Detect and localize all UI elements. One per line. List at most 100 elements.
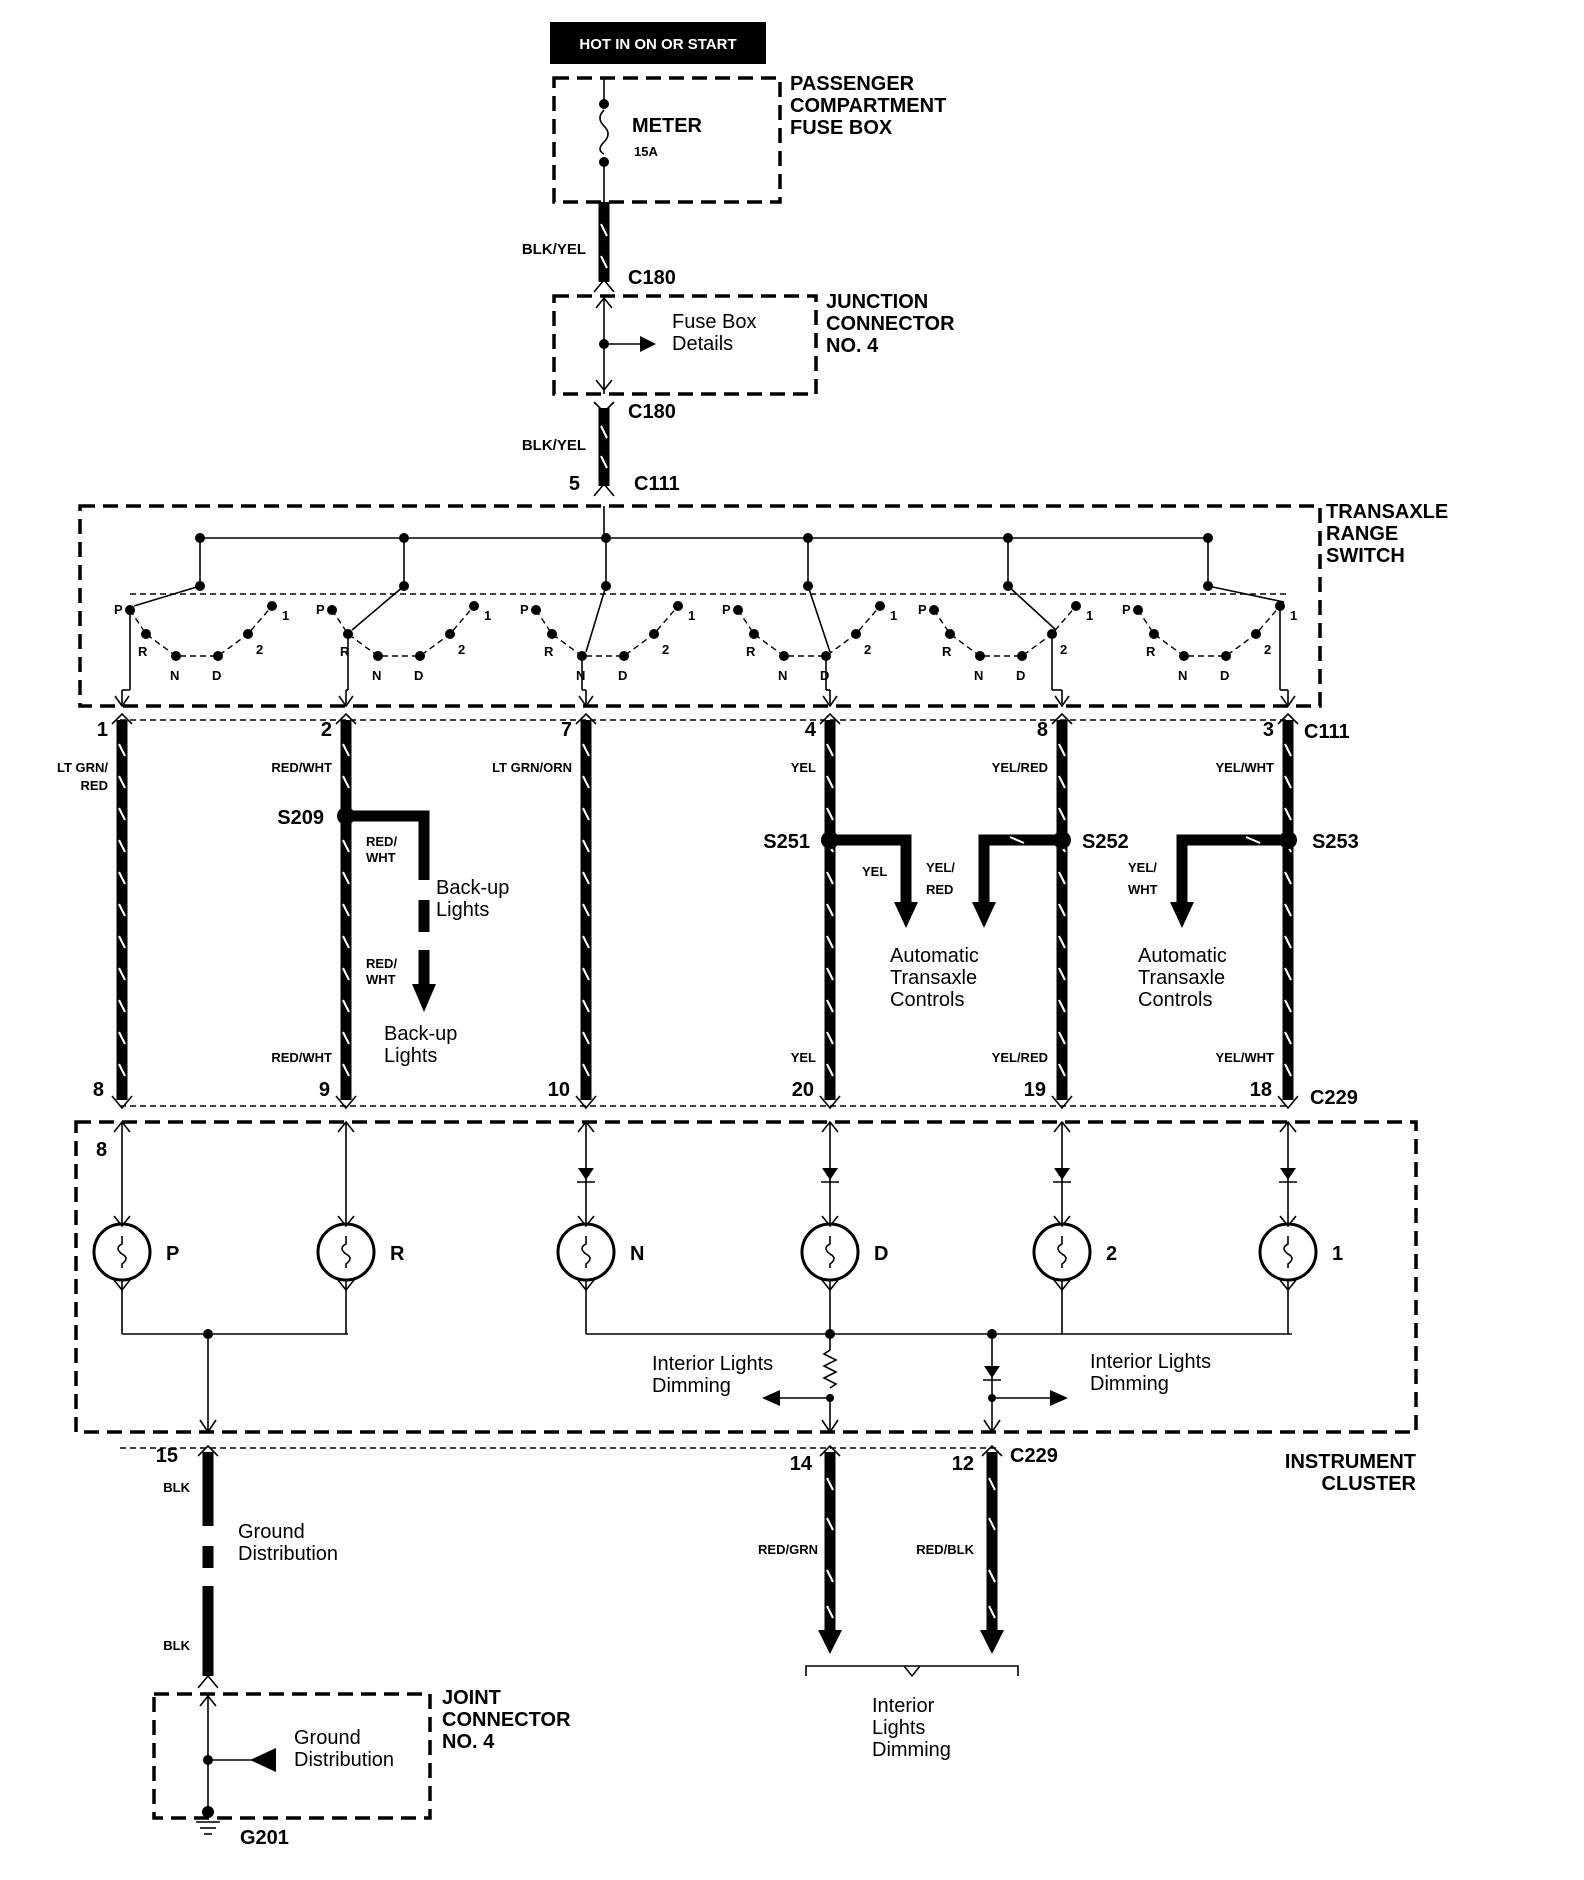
switch-pos-1: 1 xyxy=(890,608,897,623)
joint-outline xyxy=(152,1692,432,1820)
switch-pos-P: P xyxy=(520,602,529,617)
lamp-label-D: D xyxy=(874,1243,888,1265)
s209-wire-a-1: RED/ xyxy=(366,834,397,849)
switch-contact-2 xyxy=(851,629,861,639)
dimming-output-b: 12 C229 RED/BLK xyxy=(916,1444,1058,1654)
switch-pos-P: P xyxy=(918,602,927,617)
joint-title-1: JOINT xyxy=(442,1687,501,1709)
ground-pin-15: 15 xyxy=(156,1445,178,1467)
switch-pos-D: D xyxy=(1016,668,1025,683)
cluster-pin-8: 8 xyxy=(96,1139,107,1161)
s209-dest-b-2: Lights xyxy=(384,1045,437,1067)
fuse-icon xyxy=(599,109,609,155)
switch-contact-R xyxy=(945,629,955,639)
joint-detail-2: Distribution xyxy=(294,1749,394,1771)
switch-pos-1: 1 xyxy=(1290,608,1297,623)
s209-dest-a-2: Lights xyxy=(436,899,489,921)
switch-pos-2: 2 xyxy=(256,642,263,657)
switch-wiper-1 xyxy=(133,585,201,607)
indicator-lamp-1-icon xyxy=(1258,1222,1318,1282)
switch-pos-1: 1 xyxy=(688,608,695,623)
c180-upper: C180 xyxy=(628,267,676,289)
atc-2-line-3: Controls xyxy=(1138,989,1212,1011)
switch-contact-D xyxy=(415,651,425,661)
c229-pin-9: 9 xyxy=(319,1079,330,1101)
switch-pos-2: 2 xyxy=(864,642,871,657)
switch-contact-1 xyxy=(673,601,683,611)
s209-dest-a-1: Back-up xyxy=(436,877,509,899)
switch-pos-D: D xyxy=(820,668,829,683)
c111-pin-1: 1 xyxy=(97,719,108,741)
switch-contact-R xyxy=(749,629,759,639)
feed-wire-upper-color: BLK/YEL xyxy=(522,241,586,258)
switch-title-3: SWITCH xyxy=(1326,545,1405,567)
wire-color-bottom-4: YEL xyxy=(791,1050,816,1065)
ground-symbol-icon xyxy=(196,1821,220,1835)
switch-pos-R: R xyxy=(1146,644,1156,659)
wire-color-4-0: YEL xyxy=(791,760,816,775)
c229-pin-19: 19 xyxy=(1024,1079,1046,1101)
wire-color-bottom-2: RED/WHT xyxy=(271,1050,332,1065)
switch-pos-P: P xyxy=(1122,602,1131,617)
atc-2-line-2: Transaxle xyxy=(1138,967,1225,989)
switch-contact-1 xyxy=(1071,601,1081,611)
atc-1-line-3: Controls xyxy=(890,989,964,1011)
s252-label: S252 xyxy=(1082,831,1129,853)
switch-contact-2 xyxy=(1251,629,1261,639)
instrument-cluster: INSTRUMENT CLUSTER Interior Lights Dimmi… xyxy=(74,1120,1418,1495)
diode-icon xyxy=(822,1168,838,1180)
c229-lower-label: C229 xyxy=(1010,1445,1058,1467)
switch-pos-R: R xyxy=(544,644,554,659)
dimming-right-1: Interior Lights xyxy=(1090,1351,1211,1373)
s209-wire-b-1: RED/ xyxy=(366,956,397,971)
switch-pos-R: R xyxy=(138,644,148,659)
fuse-name: METER xyxy=(632,115,703,137)
lamp-label-R: R xyxy=(390,1243,405,1265)
indicator-lamp-N-icon xyxy=(556,1222,616,1282)
switch-pos-2: 2 xyxy=(1060,642,1067,657)
s251-branch: S251 YEL xyxy=(763,831,918,928)
s209-dest-b-1: Back-up xyxy=(384,1023,457,1045)
c111-pin-8: 8 xyxy=(1037,719,1048,741)
junction-outline xyxy=(552,294,818,396)
dimming-dest-2: Lights xyxy=(872,1717,925,1739)
switch-wiper-5 xyxy=(1007,585,1057,631)
switch-contact-P xyxy=(1133,605,1143,615)
wire-color-6-0: YEL/WHT xyxy=(1216,760,1275,775)
ground-point: G201 xyxy=(240,1827,289,1849)
switch-pos-R: R xyxy=(942,644,952,659)
switch-contact-D xyxy=(1017,651,1027,661)
s253-branch: S253 YEL/ WHT xyxy=(1128,831,1359,928)
indicator-lamp-D-icon xyxy=(800,1222,860,1282)
switch-contact-N xyxy=(975,651,985,661)
power-tag-text: HOT IN ON OR START xyxy=(579,36,736,53)
dimming-resistor-icon xyxy=(822,1349,838,1389)
switch-contact-D xyxy=(1221,651,1231,661)
lamp-label-P: P xyxy=(166,1243,179,1265)
switch-contact-1 xyxy=(469,601,479,611)
s252-wire-1: YEL/ xyxy=(926,860,955,875)
wire-color-3-0: LT GRN/ORN xyxy=(492,760,572,775)
switch-contact-2 xyxy=(243,629,253,639)
fuse-box-title-1: PASSENGER xyxy=(790,73,915,95)
c229-pin-10: 10 xyxy=(548,1079,570,1101)
lamp-label-1: 1 xyxy=(1332,1243,1343,1265)
atc-2: Automatic Transaxle Controls xyxy=(1138,945,1227,1011)
switch-pos-P: P xyxy=(316,602,325,617)
dimming-left-1: Interior Lights xyxy=(652,1353,773,1375)
ground-wire-lower: BLK xyxy=(163,1638,190,1653)
atc-1: Automatic Transaxle Controls xyxy=(890,945,979,1011)
joint-connector: Ground Distribution JOINT CONNECTOR NO. … xyxy=(152,1687,571,1849)
wire-color-bottom-5: YEL/RED xyxy=(992,1050,1048,1065)
lamp-label-2: 2 xyxy=(1106,1243,1117,1265)
dimming-dest-3: Dimming xyxy=(872,1739,951,1761)
switch-contact-N xyxy=(171,651,181,661)
wire-color-2-0: RED/WHT xyxy=(271,760,332,775)
